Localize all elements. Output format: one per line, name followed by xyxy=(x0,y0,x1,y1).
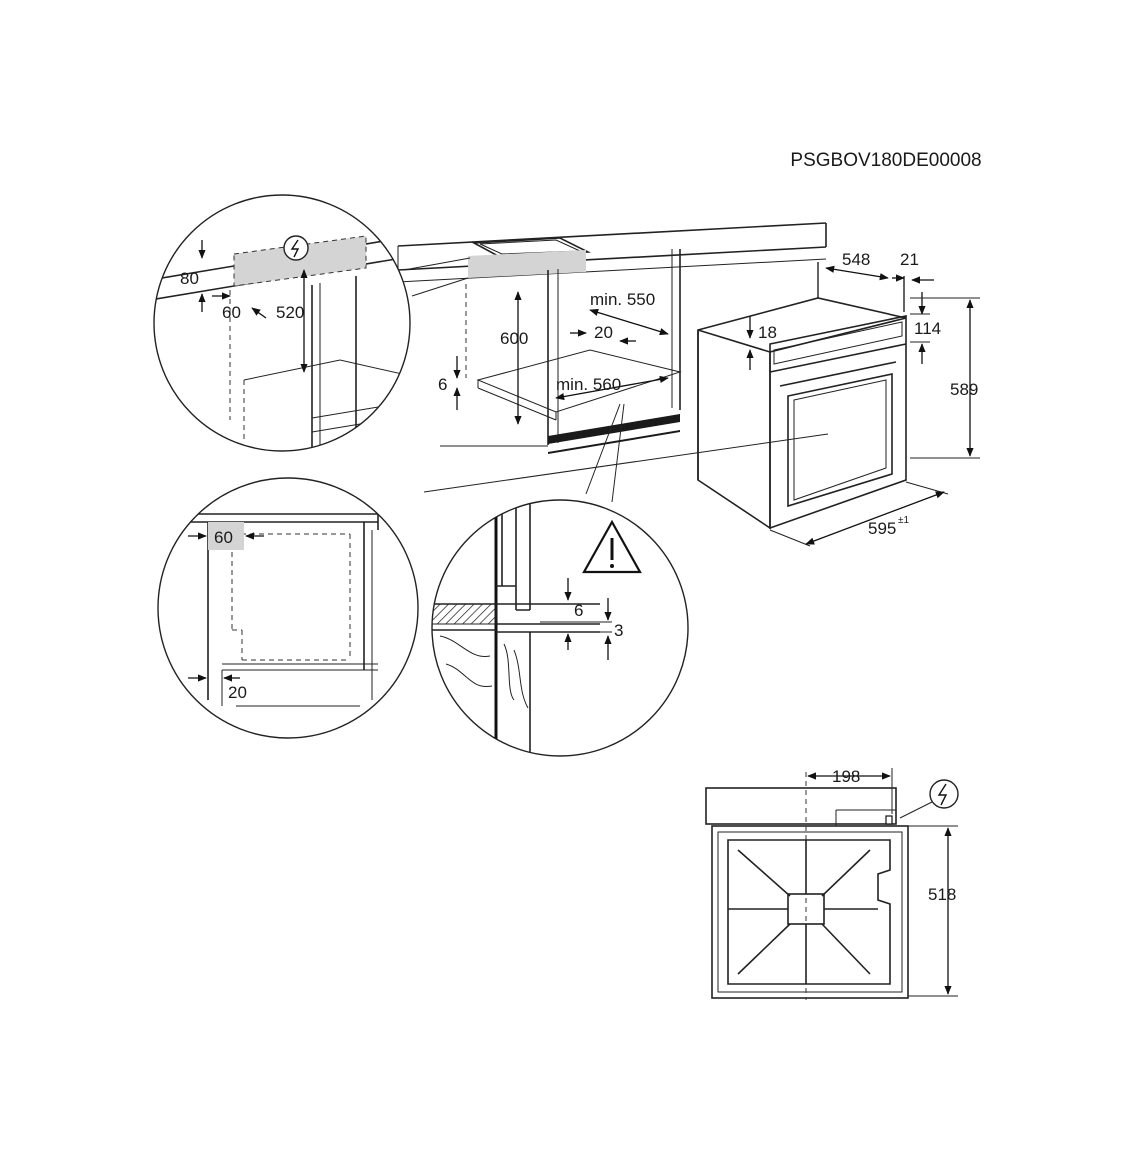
detail-circle-top: 80 60 520 xyxy=(153,194,411,452)
oven-width-tolerance-label: ±1 xyxy=(898,515,909,526)
electrical-zone xyxy=(468,250,586,278)
oven-height-label: 589 xyxy=(950,380,978,399)
cabinet-bottom-gap-label: 6 xyxy=(438,375,447,394)
detail-bottom-step-label: 6 xyxy=(574,601,583,620)
oven-illustration: 548 21 18 114 589 595 ±1 xyxy=(697,250,980,547)
detail-left-gap-top-label: 60 xyxy=(214,528,233,547)
oven-width-label: 595 xyxy=(868,519,896,538)
cabinet-depth-label: min. 550 xyxy=(590,290,655,309)
document-code: PSGBOV180DE00008 xyxy=(790,150,981,171)
oven-depth-label: 548 xyxy=(842,250,870,269)
oven-panel-label: 18 xyxy=(758,323,777,342)
detail-top-gap-label: 60 xyxy=(222,303,241,322)
detail-left-gap-bottom-label: 20 xyxy=(228,683,247,702)
cabinet-width-label: min. 560 xyxy=(556,375,621,394)
oven-front-label: 21 xyxy=(900,250,919,269)
back-electrical-connection-icon xyxy=(929,779,959,809)
back-view-offset-label: 198 xyxy=(832,767,860,786)
detail-circle-bottom: 6 3 xyxy=(431,499,689,757)
cabinet-height-label: 600 xyxy=(500,329,528,348)
cabinet-dimensions: 600 min. 550 20 min. 560 6 xyxy=(438,290,669,425)
detail-bottom-gap-label: 3 xyxy=(614,621,623,640)
electrical-connection-icon xyxy=(283,235,309,261)
detail-circle-left: 60 20 xyxy=(157,477,419,739)
detail-top-height-above-label: 80 xyxy=(180,269,199,288)
back-view-height-label: 518 xyxy=(928,885,956,904)
oven-back-view: 198 518 xyxy=(705,767,959,1000)
oven-panel-height-label: 114 xyxy=(914,319,941,338)
cabinet-gap-label: 20 xyxy=(594,323,613,342)
cabinet-illustration xyxy=(397,222,829,493)
detail-top-height-label: 520 xyxy=(276,303,304,322)
warning-triangle-icon xyxy=(582,519,642,574)
